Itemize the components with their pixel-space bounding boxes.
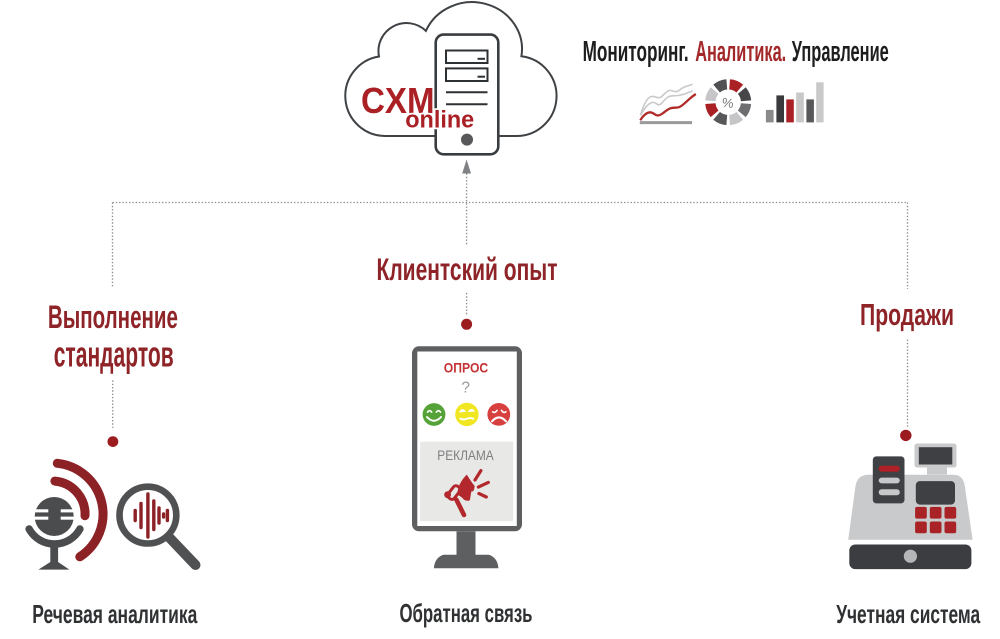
svg-text:Речевая аналитика: Речевая аналитика [32,599,197,629]
svg-text:Продажи: Продажи [860,297,954,332]
svg-text:Выполнение: Выполнение [48,299,178,335]
svg-text:CXM: CXM [361,80,435,121]
svg-text:РЕКЛАМА: РЕКЛАМА [437,447,494,463]
svg-text:стандартов: стандартов [54,333,174,374]
svg-text:?: ? [461,380,470,397]
svg-text:online: online [405,107,474,134]
svg-text:ОПРОС: ОПРОС [444,360,488,376]
svg-text:Аналитика.: Аналитика. [695,36,786,68]
svg-text:Управление: Управление [792,36,889,68]
svg-text:%: % [721,95,735,112]
svg-text:Обратная связь: Обратная связь [400,598,533,628]
svg-text:Клиентский опыт: Клиентский опыт [377,251,558,287]
svg-text:Мониторинг.: Мониторинг. [583,36,689,68]
svg-text:Учетная система: Учетная система [836,599,980,629]
